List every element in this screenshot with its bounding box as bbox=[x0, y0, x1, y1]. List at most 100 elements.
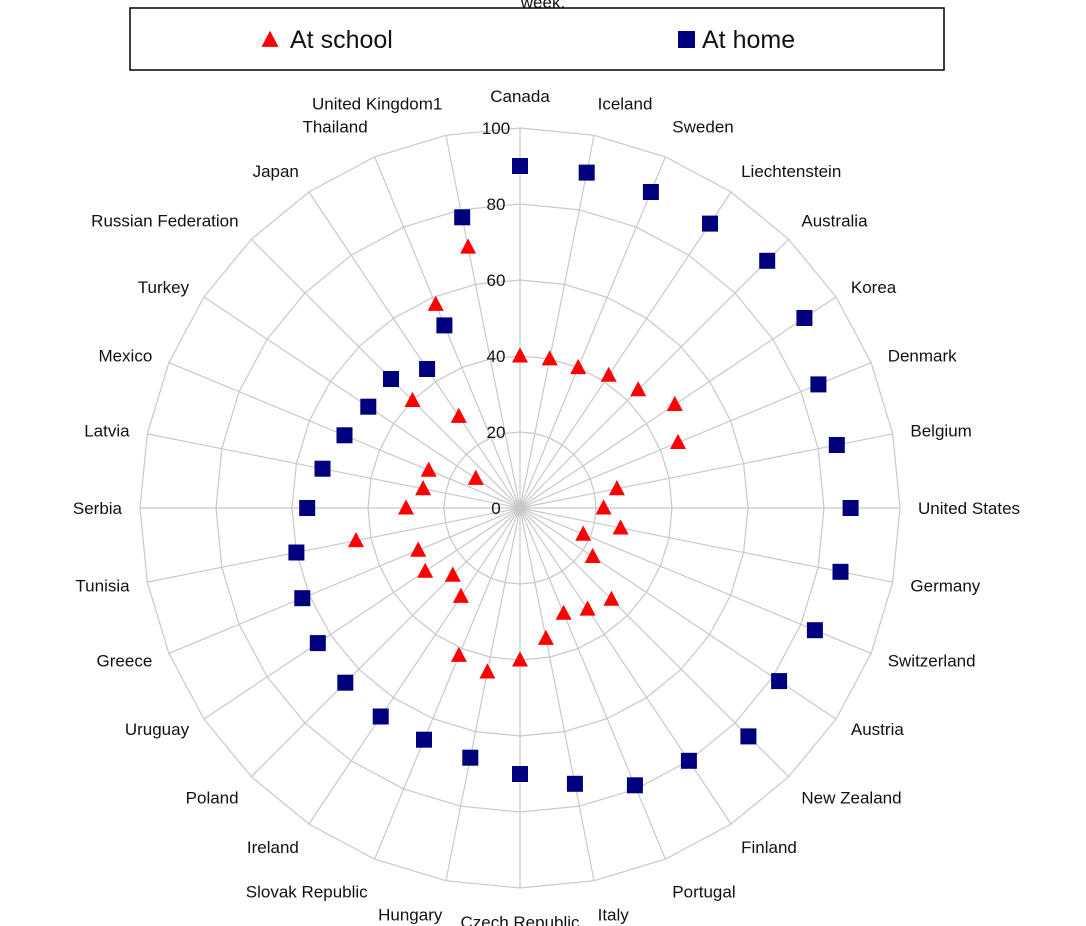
data-markers bbox=[288, 158, 859, 794]
point-at-home bbox=[360, 398, 377, 415]
grid-spoke bbox=[445, 507, 521, 881]
point-at-home bbox=[512, 766, 528, 782]
point-at-school bbox=[467, 469, 484, 485]
point-at-school bbox=[612, 519, 629, 535]
grid-spoke bbox=[147, 433, 521, 509]
grid-spoke bbox=[519, 135, 595, 509]
point-at-school bbox=[417, 562, 434, 578]
legend-label-at-school: At school bbox=[290, 26, 393, 54]
category-label: Latvia bbox=[84, 421, 130, 440]
point-at-school bbox=[460, 238, 477, 254]
point-at-school bbox=[427, 295, 444, 311]
category-label: Belgium bbox=[910, 421, 971, 440]
legend: At school At home bbox=[129, 7, 945, 71]
point-at-school bbox=[541, 350, 558, 366]
point-at-school bbox=[450, 646, 467, 662]
category-label: Slovak Republic bbox=[246, 883, 368, 902]
grid-spoke bbox=[445, 135, 521, 509]
grid-spoke bbox=[519, 507, 595, 881]
point-at-home bbox=[419, 361, 436, 377]
point-at-home bbox=[810, 376, 827, 393]
point-at-school bbox=[600, 366, 617, 382]
point-at-school bbox=[584, 547, 601, 563]
point-at-school bbox=[595, 499, 612, 515]
grid-spoke bbox=[519, 238, 790, 509]
category-label: Korea bbox=[851, 278, 897, 297]
category-label: Serbia bbox=[73, 499, 123, 518]
point-at-school bbox=[575, 525, 592, 541]
category-label: Tunisia bbox=[75, 577, 130, 596]
point-at-home bbox=[512, 158, 528, 174]
grid-spoke bbox=[168, 507, 521, 654]
point-at-home bbox=[680, 752, 697, 769]
grid-spoke bbox=[519, 156, 666, 509]
point-at-home bbox=[796, 310, 813, 326]
category-label: Finland bbox=[741, 838, 797, 857]
point-at-home bbox=[336, 427, 353, 444]
point-at-home bbox=[337, 674, 354, 691]
category-label: Turkey bbox=[138, 278, 190, 297]
point-at-school bbox=[537, 629, 554, 645]
point-at-school bbox=[404, 391, 421, 407]
point-at-school bbox=[579, 600, 596, 616]
point-at-home bbox=[383, 371, 399, 387]
point-at-home bbox=[828, 437, 845, 453]
point-at-home bbox=[416, 731, 432, 748]
category-label: Liechtenstein bbox=[741, 162, 841, 181]
category-label: Thailand bbox=[302, 117, 367, 136]
category-label: Switzerland bbox=[888, 651, 976, 670]
category-label: United States bbox=[918, 499, 1020, 518]
point-at-home bbox=[702, 215, 718, 232]
point-at-home bbox=[299, 500, 316, 516]
grid-spoke bbox=[519, 507, 893, 583]
category-label: Ireland bbox=[247, 838, 299, 857]
point-at-school bbox=[512, 651, 528, 667]
point-at-home bbox=[771, 673, 788, 690]
tick-label: 0 bbox=[491, 499, 500, 518]
category-label: Greece bbox=[97, 651, 153, 670]
point-at-home bbox=[578, 164, 595, 181]
point-at-school bbox=[420, 461, 437, 477]
legend-marker-at-school bbox=[261, 30, 279, 47]
point-at-school bbox=[452, 587, 469, 603]
point-at-school bbox=[630, 381, 647, 397]
tick-label: 100 bbox=[482, 119, 510, 138]
grid-spoke bbox=[519, 507, 732, 825]
point-at-school bbox=[479, 663, 496, 679]
category-label: Portugal bbox=[672, 883, 735, 902]
point-at-home bbox=[740, 728, 757, 745]
point-at-school bbox=[670, 433, 686, 449]
point-at-home bbox=[314, 460, 331, 477]
category-label: Mexico bbox=[98, 347, 152, 366]
category-label: Czech Republic bbox=[460, 913, 580, 926]
category-label: Italy bbox=[598, 905, 630, 924]
grid-spoke bbox=[308, 191, 521, 509]
grid-spoke bbox=[519, 191, 732, 509]
category-label: Poland bbox=[186, 788, 239, 807]
point-at-home bbox=[832, 563, 849, 580]
category-label: Iceland bbox=[598, 95, 653, 114]
category-label: Australia bbox=[801, 212, 868, 231]
legend-box bbox=[129, 7, 945, 71]
grid-spoke bbox=[203, 507, 521, 720]
tick-label: 80 bbox=[487, 195, 506, 214]
category-label: Japan bbox=[253, 162, 299, 181]
point-at-home bbox=[372, 708, 389, 725]
legend-label-at-home: At home bbox=[702, 26, 795, 54]
grid-spoke bbox=[147, 507, 521, 583]
category-label: Sweden bbox=[672, 117, 733, 136]
category-label: United Kingdom1 bbox=[312, 95, 442, 114]
point-at-home bbox=[566, 775, 583, 792]
point-at-home bbox=[759, 252, 776, 269]
point-at-school bbox=[410, 541, 427, 557]
point-at-home bbox=[309, 635, 326, 652]
category-label: Germany bbox=[910, 577, 980, 596]
point-at-home bbox=[642, 184, 659, 200]
point-at-school bbox=[608, 480, 625, 496]
point-at-school bbox=[398, 499, 414, 515]
grid-spoke bbox=[519, 507, 666, 860]
grid-spoke bbox=[250, 507, 521, 778]
tick-label: 60 bbox=[487, 271, 506, 290]
